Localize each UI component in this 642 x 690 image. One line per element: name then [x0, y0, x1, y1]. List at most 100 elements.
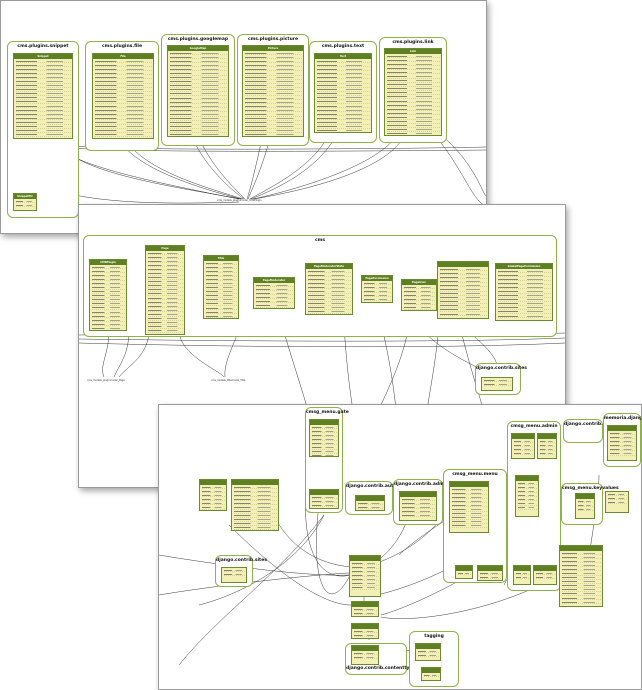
model-header [200, 480, 226, 485]
model-header [538, 434, 556, 439]
model-header: Link [385, 49, 441, 54]
model-header [400, 492, 436, 497]
model-tag [421, 667, 441, 681]
cluster-title: cms.plugins.googlemap [167, 37, 229, 42]
model-googlemap: GoogleMap [167, 45, 229, 137]
cluster-title: cmsg_menu.menu [452, 472, 498, 477]
model-header: Page [146, 246, 184, 251]
diagram-sheet-apps: cmsg_menu.gate django.contrib.auth djang… [158, 404, 642, 690]
model-keyvalue-b [605, 491, 629, 513]
model-page-user: PageUser [401, 279, 437, 311]
cluster-django-contrib-sessions: django.contrib.sessions [563, 419, 625, 443]
model-snippet: Snippet [13, 53, 73, 139]
cluster-title: memoria.django.links [604, 416, 642, 421]
model-header: CMSPlugin [90, 260, 126, 265]
model-header: Text [315, 54, 371, 59]
cluster-title: django.contrib.admin [394, 482, 449, 487]
model-header: PageUser [402, 280, 436, 285]
model-content-type [351, 645, 379, 665]
cluster-title: cms.plugins.picture [247, 37, 299, 42]
model-keyvalue [575, 493, 595, 519]
external-model-label: cms_models_pluginmodel_Page [87, 379, 125, 382]
model-header: PagePermission [362, 276, 392, 281]
model-header [456, 566, 472, 571]
model-header: GlobalPagePermission [496, 264, 552, 269]
model-header [352, 624, 378, 629]
model-header: File [93, 54, 153, 59]
model-gate-a [309, 419, 339, 457]
model-menu-admin-e [533, 565, 557, 585]
model-menu-b [455, 565, 473, 579]
model-menu-admin-d [513, 565, 531, 585]
cluster-title: cmsg_menu.keyvalues [562, 486, 619, 491]
model-page-permission: PagePermission [361, 275, 393, 303]
model-site [481, 377, 513, 391]
model-sites-large [559, 545, 603, 607]
model-log-entry [399, 491, 437, 521]
cluster-title: cms.plugins.text [321, 44, 365, 49]
model-header: PageModeratorState [306, 264, 352, 269]
model-header: Picture [243, 46, 303, 51]
external-model-label: cms_models_pluginmodel_CMSPlugin [217, 199, 262, 202]
model-header [352, 646, 378, 651]
model-tagged-item [415, 643, 441, 661]
model-header: PageModerator [254, 278, 294, 283]
model-file: File [92, 53, 154, 139]
model-snippet-ptr: SnippetPtr [13, 193, 37, 211]
cluster-title: cmsg_menu.admin [510, 424, 558, 429]
model-page-moderator-state: PageModeratorState [305, 263, 353, 315]
model-header: Title [204, 256, 238, 261]
model-title: Title [203, 255, 239, 319]
model-header [438, 262, 488, 267]
model-header [608, 426, 636, 431]
model-header [310, 490, 338, 495]
cluster-title: django.contrib.sites [476, 366, 527, 371]
cluster-title: tagging [424, 634, 444, 639]
model-header [232, 480, 278, 485]
model-auth [355, 495, 385, 511]
model-site-bottom [221, 567, 247, 583]
model-text: Text [314, 53, 372, 133]
cluster-title: django.contrib.sites [216, 558, 267, 563]
cluster-title: django.contrib.sessions [564, 422, 625, 427]
model-header [512, 434, 534, 439]
model-header [450, 482, 488, 487]
model-header [356, 496, 384, 501]
model-user [349, 555, 381, 597]
model-cms-plugin: CMSPlugin [89, 259, 127, 331]
model-global-page-permission: GlobalPagePermission [495, 263, 553, 321]
model-header [576, 494, 594, 499]
model-menu-admin-b [537, 433, 557, 459]
model-header [350, 556, 380, 561]
cluster-title: cms [314, 238, 326, 243]
model-header [534, 566, 556, 571]
model-header: GoogleMap [168, 46, 228, 51]
model-header [416, 644, 440, 649]
model-links [607, 425, 637, 461]
model-permission-extra [437, 261, 489, 319]
model-header: SnippetPtr [14, 194, 36, 199]
cluster-title: cms.plugins.link [392, 40, 434, 45]
model-permission [351, 623, 379, 639]
model-header [478, 566, 502, 571]
model-menu-admin-a [511, 433, 535, 459]
model-header [514, 566, 530, 571]
model-header: Snippet [14, 54, 72, 59]
model-menu-admin-c [515, 475, 539, 517]
model-header [310, 420, 338, 425]
model-header [516, 476, 538, 481]
model-header [352, 602, 378, 607]
model-admin-b [231, 479, 279, 531]
model-picture: Picture [242, 45, 304, 137]
model-menu-c [477, 565, 503, 581]
cluster-title: cms.plugins.file [102, 44, 142, 49]
cluster-title: django.contrib.auth [346, 484, 397, 489]
model-group [351, 601, 379, 617]
model-gate-b [309, 489, 339, 509]
cluster-title: cmsg_menu.gate [306, 410, 349, 415]
model-page: Page [145, 245, 185, 335]
model-header [560, 546, 602, 551]
diagram-sheet-plugins: cms.plugins.snippet Snippet SnippetPtr c… [0, 0, 487, 234]
model-page-moderator: PageModerator [253, 277, 295, 309]
model-admin-a [199, 479, 227, 511]
